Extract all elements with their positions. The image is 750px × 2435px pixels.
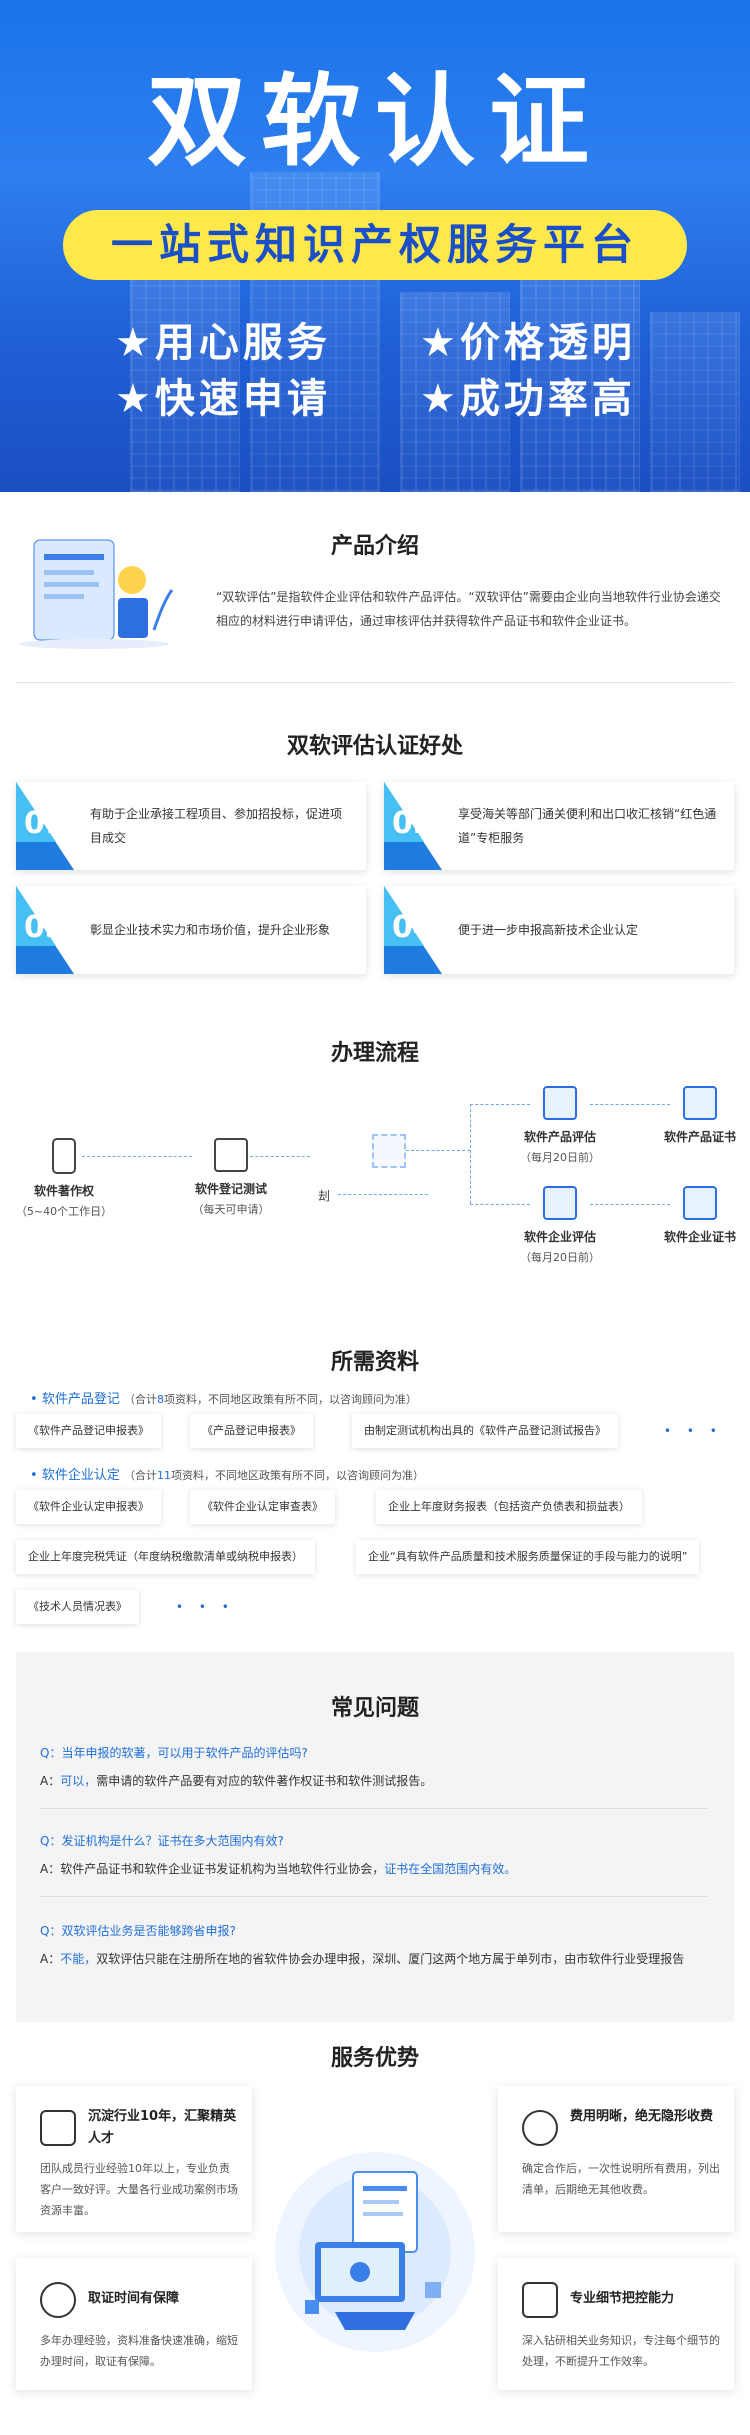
monitor-icon xyxy=(543,1086,577,1120)
advantage-card: 取证时间有保障 多年办理经验，资料准备快速准确，缩短办理时间，取证有保障。 xyxy=(16,2258,252,2390)
building-graphic xyxy=(400,292,510,492)
faq-answer: A：不能，双软评估只能在注册所在地的省软件协会办理申报，深圳、厦门这两个地方属于… xyxy=(40,1952,685,1966)
advantage-heading: 沉淀行业10年，汇聚精英人才 xyxy=(88,2109,237,2146)
process-step-product-certificate: 软件产品证书 xyxy=(650,1086,750,1145)
material-tag: 由制定测试机构出具的《软件产品登记测试报告》 xyxy=(352,1414,618,1448)
section-title-process: 办理流程 xyxy=(330,1041,419,1066)
benefit-card: 02 享受海关等部门通关便利和出口收汇核销“红色通道”专柜服务 xyxy=(384,782,734,870)
material-tag: 《软件产品登记申报表》 xyxy=(16,1414,161,1448)
benefit-text: 彰显企业技术实力和市场价值，提升企业形象 xyxy=(90,923,331,937)
faq-question: Q：当年申报的软著，可以用于软件产品的评估吗? xyxy=(40,1746,308,1760)
faq-question: Q：发证机构是什么？证书在多大范围内有效? xyxy=(40,1834,284,1848)
process-connector xyxy=(338,1194,428,1195)
advantages-illustration xyxy=(275,2132,475,2372)
section-title-benefits: 双软评估认证好处 xyxy=(286,734,463,759)
material-tag: 《技术人员情况表》 xyxy=(16,1590,139,1624)
hero-feature: ★快速申请 xyxy=(115,376,331,422)
process-step-registration-test: 软件登记测试 （每天可申请） xyxy=(176,1138,286,1217)
process-connector xyxy=(82,1156,192,1157)
advantage-heading: 费用明晰，绝无隐形收费 xyxy=(570,2109,714,2124)
building-graphic xyxy=(650,312,740,492)
material-tag: 企业上年度财务报表（包括资产负债表和损益表） xyxy=(376,1490,642,1524)
benefit-text: 有助于企业承接工程项目、参加招投标，促进项目成交 xyxy=(90,807,343,845)
section-title-materials: 所需资料 xyxy=(330,1350,419,1375)
material-tag: 《软件企业认定审查表》 xyxy=(190,1490,335,1524)
intro-illustration xyxy=(19,539,174,649)
coins-icon xyxy=(522,2110,558,2146)
hero-feature: ★成功率高 xyxy=(420,376,636,422)
trophy-icon xyxy=(40,2110,76,2146)
divider xyxy=(40,1896,708,1897)
benefit-card: 04 便于进一步申报高新技术企业认定 xyxy=(384,886,734,974)
process-connector xyxy=(470,1204,530,1205)
hero-slogan: 一站式知识产权服务平台 xyxy=(63,210,687,280)
advantage-heading: 取证时间有保障 xyxy=(88,2291,180,2306)
section-title-advantages: 服务优势 xyxy=(330,2046,419,2071)
hero-title: 双软认证 xyxy=(147,63,603,180)
certificate-icon xyxy=(683,1086,717,1120)
faq-panel xyxy=(16,1652,734,2022)
advantage-body: 确定合作后，一次性说明所有费用，列出清单，后期绝无其他收费。 xyxy=(522,2162,720,2196)
more-dots: • • • xyxy=(664,1424,723,1438)
advantage-card: 费用明晰，绝无隐形收费 确定合作后，一次性说明所有费用，列出清单，后期绝无其他收… xyxy=(498,2086,734,2232)
hero-feature: ★价格透明 xyxy=(420,320,636,366)
divider xyxy=(16,682,734,683)
advantage-body: 深入钻研相关业务知识，专注每个细节的处理，不断提升工作效率。 xyxy=(522,2334,720,2368)
process-connector xyxy=(470,1104,530,1105)
more-dots: • • • xyxy=(176,1600,235,1614)
material-tag: 《产品登记申报表》 xyxy=(190,1414,313,1448)
process-step-enterprise-certificate: 软件企业证书 xyxy=(650,1186,750,1245)
advantage-card: 专业细节把控能力 深入钻研相关业务知识，专注每个细节的处理，不断提升工作效率。 xyxy=(498,2258,734,2390)
process-connector xyxy=(406,1150,470,1151)
process-connector xyxy=(470,1104,471,1204)
divider xyxy=(40,1808,708,1809)
process-connector xyxy=(590,1204,670,1205)
benefit-number-badge: 03 xyxy=(16,886,74,974)
process-placeholder-box xyxy=(372,1134,406,1168)
process-connector xyxy=(590,1104,670,1105)
benefit-number-badge: 02 xyxy=(384,782,442,870)
document-icon xyxy=(214,1138,248,1172)
process-text-fragment: 刦 xyxy=(318,1189,331,1203)
building-graphic xyxy=(130,252,240,492)
benefit-text: 便于进一步申报高新技术企业认定 xyxy=(458,923,639,937)
benefit-number-badge: 01 xyxy=(16,782,74,870)
advantage-heading: 专业细节把控能力 xyxy=(570,2291,675,2306)
process-connector xyxy=(250,1156,310,1157)
benefit-text: 享受海关等部门通关便利和出口收汇核销“红色通道”专柜服务 xyxy=(458,807,717,845)
building-icon xyxy=(522,2282,558,2318)
faq-answer: A：可以，需申请的软件产品要有对应的软件著作权证书和软件测试报告。 xyxy=(40,1774,433,1788)
clock-icon xyxy=(40,2282,76,2318)
material-tag: 《软件企业认定申报表》 xyxy=(16,1490,161,1524)
hero-feature: ★用心服务 xyxy=(115,320,331,366)
section-title-intro: 产品介绍 xyxy=(330,534,419,559)
benefit-number-badge: 04 xyxy=(384,886,442,974)
materials-product-heading: • 软件产品登记 （合计8项资料，不同地区政策有所不同，以咨询顾问为准） xyxy=(30,1392,417,1407)
benefit-card: 01 有助于企业承接工程项目、参加招投标，促进项目成交 xyxy=(16,782,366,870)
process-step-copyright: 软件著作权 （5~40个工作日） xyxy=(14,1138,114,1219)
advantage-body: 团队成员行业经验10年以上，专业负责客户一致好评。大量各行业成功案例市场资源丰富… xyxy=(40,2162,238,2217)
process-step-product-evaluation: 软件产品评估 （每月20日前） xyxy=(510,1086,610,1165)
benefit-card: 03 彰显企业技术实力和市场价值，提升企业形象 xyxy=(16,886,366,974)
materials-enterprise-heading: • 软件企业认定 （合计11项资料，不同地区政策有所不同，以咨询顾问为准） xyxy=(30,1468,424,1483)
material-tag: 企业上年度完税凭证（年度纳税缴款清单或纳税申报表） xyxy=(16,1540,315,1574)
certificate-icon xyxy=(683,1186,717,1220)
faq-question: Q：双软评估业务是否能够跨省申报? xyxy=(40,1924,236,1938)
advantage-card: 沉淀行业10年，汇聚精英人才 团队成员行业经验10年以上，专业负责客户一致好评。… xyxy=(16,2086,252,2232)
phone-icon xyxy=(52,1138,76,1174)
hero-banner: 双软认证 一站式知识产权服务平台 ★用心服务 ★价格透明 ★快速申请 ★成功率高 xyxy=(0,0,750,492)
material-tag: 企业“具有软件产品质量和技术服务质量保证的手段与能力的说明” xyxy=(356,1540,700,1574)
section-title-faq: 常见问题 xyxy=(330,1696,419,1721)
faq-answer: A：软件产品证书和软件企业证书发证机构为当地软件行业协会，证书在全国范围内有效。 xyxy=(40,1862,517,1876)
advantage-body: 多年办理经验，资料准备快速准确，缩短办理时间，取证有保障。 xyxy=(40,2334,238,2368)
intro-text: “双软评估”是指软件企业评估和软件产品评估。“双软评估”需要由企业向当地软件行业… xyxy=(216,590,721,628)
process-step-enterprise-evaluation: 软件企业评估 （每月20日前） xyxy=(510,1186,610,1265)
building-icon xyxy=(543,1186,577,1220)
